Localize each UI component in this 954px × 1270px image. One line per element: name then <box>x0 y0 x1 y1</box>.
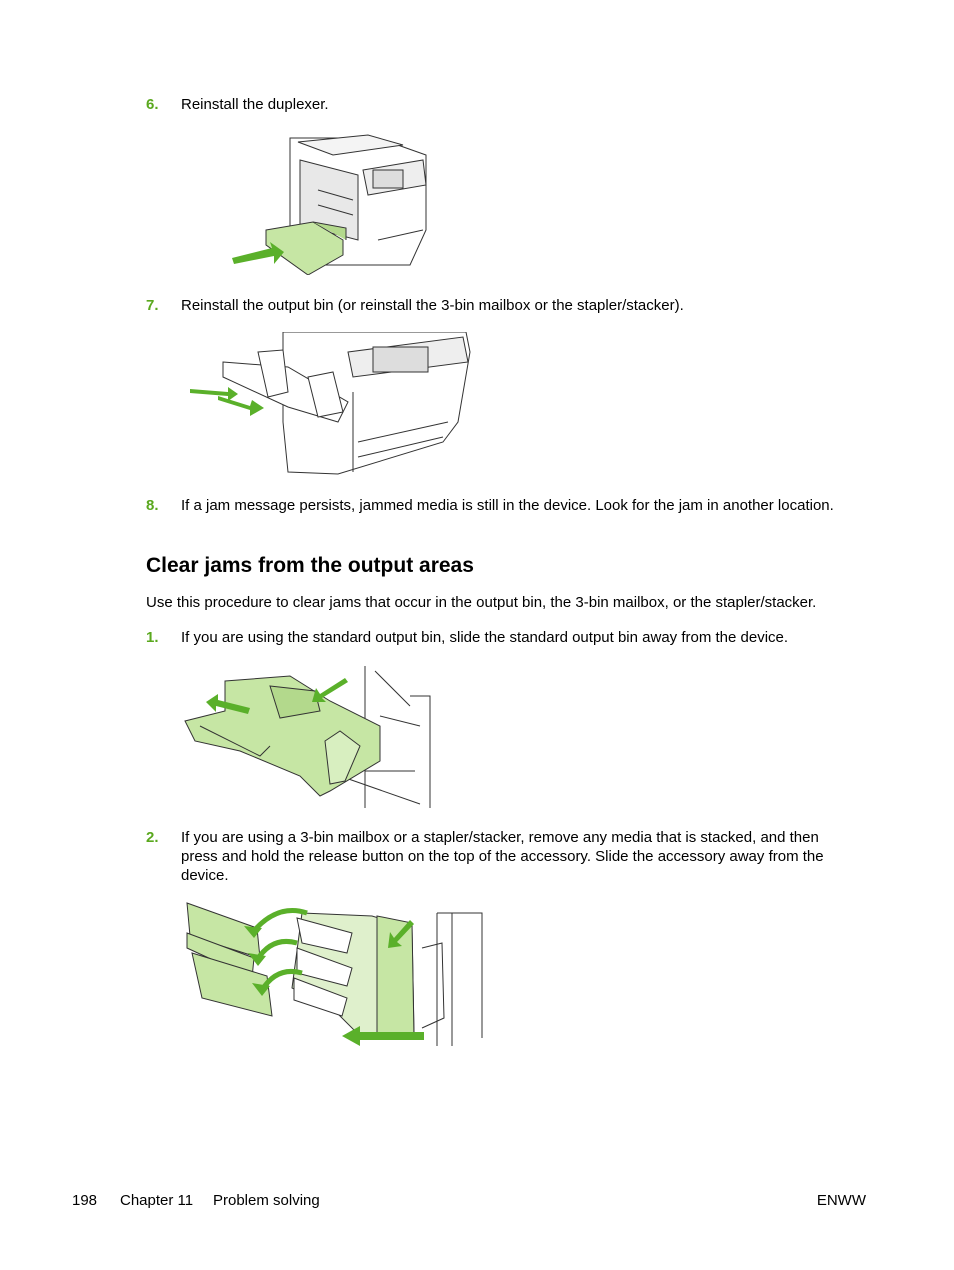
step-number: 7. <box>146 297 159 314</box>
footer-edition: ENWW <box>816 1192 866 1209</box>
step-text: Reinstall the duplexer. <box>181 96 329 113</box>
step-text: If a jam message persists, jammed media … <box>181 497 834 514</box>
footer-chapter-title: Problem solving <box>213 1192 320 1209</box>
page-number: 198 <box>72 1192 98 1209</box>
section-heading: Clear jams from the output areas <box>146 554 474 577</box>
step-number: 2. <box>146 829 159 846</box>
figure-reinstall-duplexer <box>228 130 433 275</box>
figure-remove-output-bin <box>180 666 435 808</box>
figure-remove-mailbox-stacker <box>182 898 487 1050</box>
step-number: 6. <box>146 96 159 113</box>
footer-chapter: Chapter 11 <box>120 1192 194 1209</box>
step-number: 1. <box>146 629 159 646</box>
section-intro: Use this procedure to clear jams that oc… <box>146 594 817 611</box>
figure-reinstall-output-bin <box>188 332 473 477</box>
step-number: 8. <box>146 497 159 514</box>
step-text: If you are using a 3-bin mailbox or a st… <box>181 829 824 884</box>
step-text: Reinstall the output bin (or reinstall t… <box>181 297 684 314</box>
step-text: If you are using the standard output bin… <box>181 629 789 646</box>
